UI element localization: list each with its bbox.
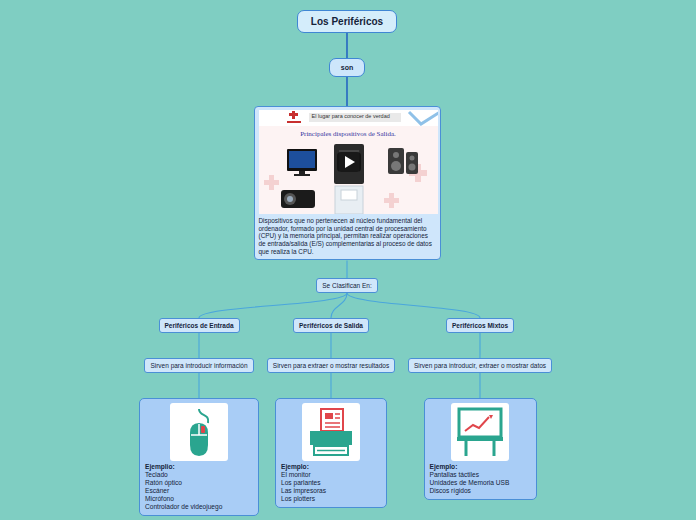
link-word: son: [329, 58, 365, 77]
example-item: Ratón óptico: [145, 479, 253, 487]
example-item: Micrófono: [145, 495, 253, 503]
connector: [346, 77, 348, 106]
example-box: Ejemplo:Pantallas táctilesUnidades de Me…: [424, 398, 537, 500]
example-heading: Ejemplo:: [281, 463, 381, 471]
example-item: Escáner: [145, 487, 253, 495]
example-item: Los parlantes: [281, 479, 381, 487]
node-text: Periféricos de Salida: [299, 322, 363, 329]
connector: [330, 333, 331, 358]
connector: [198, 373, 199, 398]
example-box: Ejemplo:El monitorLos parlantesLas impre…: [275, 398, 387, 508]
purpose-box: Sirven para extraer o mostrar resultados: [267, 358, 395, 373]
picture-heading: Principales dispositivos de Salida.: [259, 130, 438, 138]
example-item: Discos rígidos: [430, 487, 531, 495]
example-item: Las impresoras: [281, 487, 381, 495]
node-text: Sirven para introducir información: [150, 362, 247, 369]
example-item: Unidades de Memoria USB: [430, 479, 531, 487]
node-text: Periféricos Mixtos: [452, 322, 508, 329]
connector: [346, 260, 347, 278]
category-box: Periféricos Mixtos: [446, 318, 514, 333]
board-icon: [451, 403, 509, 461]
category-box: Periféricos de Salida: [293, 318, 369, 333]
example-item: Controlador de videojuego: [145, 503, 253, 511]
purpose-box: Sirven para introducir, extraer o mostra…: [408, 358, 552, 373]
connector: [331, 293, 347, 318]
title-node: Los Periféricos: [297, 10, 397, 33]
video-thumbnail: El lugar para conocer de verdadPrincipal…: [259, 110, 438, 214]
example-heading: Ejemplo:: [430, 463, 531, 471]
example-item: El monitor: [281, 471, 381, 479]
node-text: Se Clasifican En:: [322, 282, 372, 289]
devices-picture: [259, 110, 438, 214]
connector: [347, 293, 480, 318]
node-text: Sirven para introducir, extraer o mostra…: [414, 362, 546, 369]
connector: [330, 373, 331, 398]
connector: [479, 333, 480, 358]
printer-icon: [302, 403, 360, 461]
node-text: Periféricos de Entrada: [165, 322, 234, 329]
mouse-icon: [170, 403, 228, 461]
category-box: Periféricos de Entrada: [159, 318, 240, 333]
definition-box: El lugar para conocer de verdadPrincipal…: [254, 106, 441, 260]
node-text: Los Periféricos: [311, 16, 383, 27]
example-item: Teclado: [145, 471, 253, 479]
node-text: Dispositivos que no pertenecen al núcleo…: [259, 217, 436, 255]
example-heading: Ejemplio:: [145, 463, 253, 471]
purpose-box: Sirven para introducir información: [144, 358, 253, 373]
link-phrase: Se Clasifican En:: [316, 278, 378, 293]
example-item: Pantallas táctiles: [430, 471, 531, 479]
connector: [199, 293, 347, 318]
picture-banner: El lugar para conocer de verdad: [312, 113, 390, 120]
node-text: son: [341, 64, 353, 71]
example-box: Ejemplio:TecladoRatón ópticoEscánerMicró…: [139, 398, 259, 516]
connector: [198, 333, 199, 358]
node-text: Sirven para extraer o mostrar resultados: [273, 362, 389, 369]
example-item: Los plotters: [281, 495, 381, 503]
connector: [479, 373, 480, 398]
connector: [346, 33, 348, 58]
